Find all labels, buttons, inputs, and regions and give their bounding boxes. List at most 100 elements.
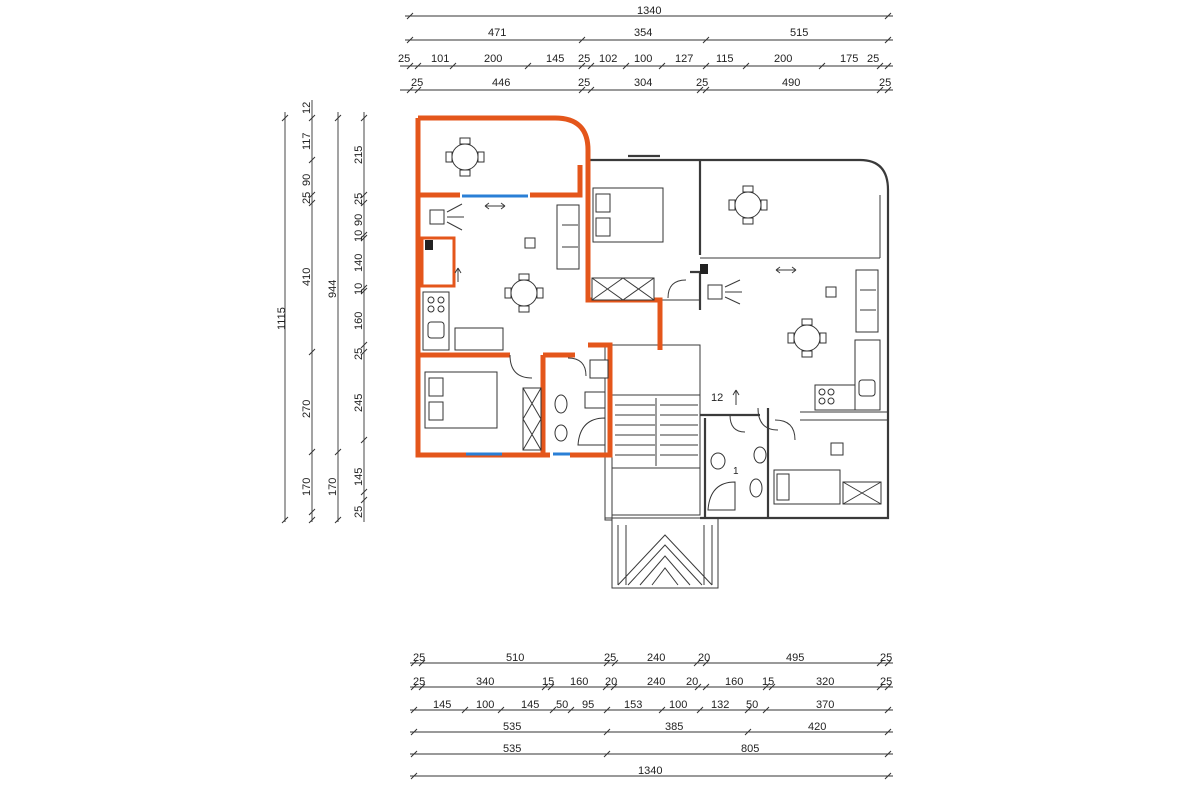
dimension-tick [541, 683, 549, 691]
left-dim: 25 [353, 506, 365, 518]
dimension-tick [524, 62, 532, 70]
bathroom-fixtures [554, 359, 767, 511]
dimension-tick [696, 86, 704, 94]
dimension-tick [611, 659, 619, 667]
sofa [556, 204, 580, 270]
dimension-tick [762, 683, 770, 691]
dimension-tick [884, 683, 892, 691]
dimension-tick [360, 436, 368, 444]
dimension-tick [578, 62, 586, 70]
bottom-dim: 20 [698, 652, 710, 664]
dimension-tick [360, 234, 368, 242]
dimension-tick [884, 86, 892, 94]
left-dim: 90 [353, 214, 365, 226]
dimension-tick [693, 659, 701, 667]
top-dim: 304 [634, 77, 652, 89]
left-dim: 270 [301, 400, 313, 418]
dimension-tick [360, 287, 368, 295]
dimension-tick [702, 659, 710, 667]
dimension-tick [461, 706, 469, 714]
bottom-dim: 535 [503, 743, 521, 755]
top-dim-total: 1340 [637, 5, 661, 17]
dimension-tick [410, 706, 418, 714]
fridge [425, 240, 433, 250]
dimension-tick [578, 36, 586, 44]
dimension-tick [658, 62, 666, 70]
door-swing [757, 407, 779, 431]
left-dimensions: 1115 12 117 90 25 410 270 170 944 170 21… [276, 100, 368, 524]
dimension-tick [360, 496, 368, 504]
bottom-dim: 25 [880, 652, 892, 664]
bottom-dim: 20 [686, 676, 698, 688]
top-dim: 25 [398, 53, 410, 65]
dimension-tick [406, 86, 414, 94]
dimension-tick [702, 62, 710, 70]
dimension-tick [549, 706, 557, 714]
bottom-dim: 15 [762, 676, 774, 688]
bottom-dim: 160 [725, 676, 743, 688]
side-table [825, 286, 837, 298]
dimension-tick [547, 683, 555, 691]
top-dim: 490 [782, 77, 800, 89]
top-dim: 25 [879, 77, 891, 89]
sofa [855, 269, 879, 333]
dimension-tick [308, 508, 316, 516]
bottom-dim: 95 [582, 699, 594, 711]
door-swing [567, 357, 587, 377]
top-dim: 102 [599, 53, 617, 65]
bottom-dim: 240 [647, 676, 665, 688]
dimension-tick [702, 683, 710, 691]
left-dim: 140 [353, 254, 365, 272]
dimension-tick [658, 706, 666, 714]
dimension-tick [410, 750, 418, 758]
dimension-tick [694, 683, 702, 691]
top-dim: 25 [578, 53, 590, 65]
wardrobe [591, 277, 655, 301]
dimension-tick [360, 191, 368, 199]
dimension-tick [602, 683, 610, 691]
left-dim: 117 [301, 132, 313, 150]
dimension-tick [702, 86, 710, 94]
bottom-dim: 320 [816, 676, 834, 688]
dimension-tick [418, 659, 426, 667]
left-dim-total: 1115 [276, 307, 288, 330]
bottom-dim: 50 [556, 699, 568, 711]
top-dim: 101 [431, 53, 449, 65]
dimension-tick [410, 659, 418, 667]
dimension-tick [884, 36, 892, 44]
dining-table [787, 318, 827, 358]
top-dim: 145 [546, 53, 564, 65]
top-dim: 25 [578, 77, 590, 89]
highlighted-apartment [415, 115, 663, 458]
dimension-tick [622, 62, 630, 70]
dimension-tick [818, 62, 826, 70]
dimension-tick [696, 706, 704, 714]
dimension-tick [308, 191, 316, 199]
bed [773, 469, 841, 505]
bottom-dim: 15 [542, 676, 554, 688]
top-dim: 200 [774, 53, 792, 65]
dimension-tick [308, 114, 316, 122]
bottom-dim: 25 [413, 652, 425, 664]
bottom-dim: 50 [746, 699, 758, 711]
bottom-dim: 145 [521, 699, 539, 711]
bottom-dim: 370 [816, 699, 834, 711]
bed [592, 187, 664, 243]
dimension-tick [410, 683, 418, 691]
bottom-dim: 25 [604, 652, 616, 664]
left-dim: 12 [301, 102, 313, 114]
dimension-tick [334, 114, 342, 122]
dimension-tick [308, 448, 316, 456]
left-dim: 25 [353, 193, 365, 205]
dimension-tick [742, 62, 750, 70]
left-dim: 170 [301, 478, 313, 496]
dimension-tick [884, 62, 892, 70]
bottom-dim: 510 [506, 652, 524, 664]
bottom-dim: 25 [413, 676, 425, 688]
left-dim: 25 [301, 192, 313, 204]
dimension-tick [308, 516, 316, 524]
dimension-tick [884, 659, 892, 667]
dimension-tick [418, 683, 426, 691]
bottom-dim: 100 [476, 699, 494, 711]
